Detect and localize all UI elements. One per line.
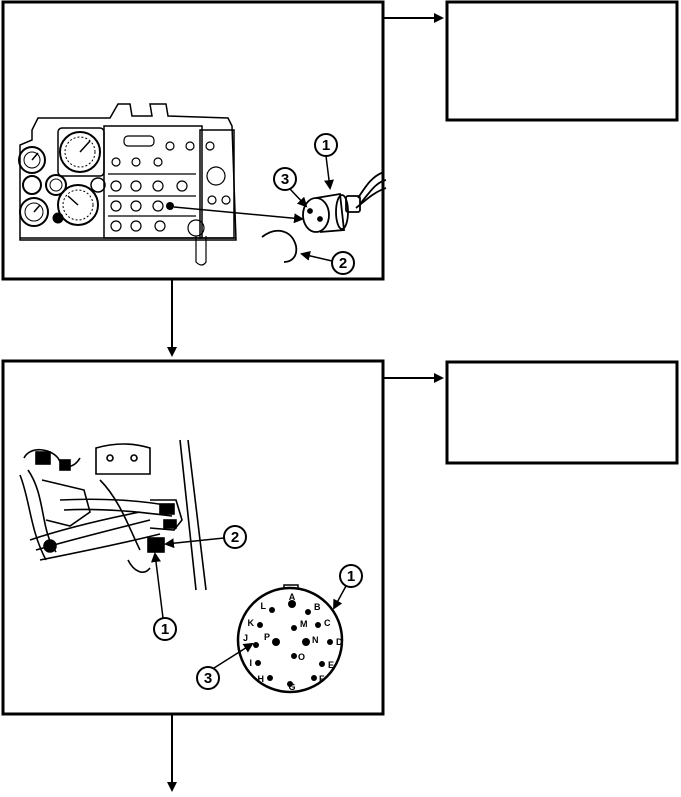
gauge-top-left bbox=[18, 146, 46, 174]
note-box-1 bbox=[445, 0, 679, 122]
svg-text:1: 1 bbox=[347, 568, 355, 585]
pin-l-dot bbox=[269, 607, 275, 613]
svg-text:1: 1 bbox=[322, 137, 330, 154]
pin-k-label: K bbox=[248, 618, 255, 628]
fig2-callout-1-harness: 1 bbox=[151, 552, 177, 641]
gauges bbox=[18, 131, 106, 227]
svg-text:1: 1 bbox=[161, 621, 169, 638]
connector-detail bbox=[261, 171, 387, 263]
pin-b-dot bbox=[305, 609, 311, 615]
gauge-bottom-left bbox=[19, 197, 49, 227]
pin-g-label: G bbox=[288, 682, 295, 692]
pin-k-dot bbox=[257, 622, 263, 628]
detail-arrow bbox=[173, 206, 304, 224]
pin-l-label: L bbox=[261, 601, 267, 611]
gauge-mid-center bbox=[45, 174, 67, 196]
svg-text:2: 2 bbox=[231, 529, 239, 546]
pin-o-dot bbox=[291, 653, 297, 659]
fig1-callout-3: 3 bbox=[273, 167, 308, 208]
pin-p-label: P bbox=[264, 632, 270, 642]
pin-j-label: J bbox=[243, 633, 248, 643]
gauge-speedometer bbox=[57, 184, 99, 226]
pin-c-dot bbox=[315, 622, 321, 628]
pin-o-label: O bbox=[298, 652, 305, 662]
pin-i-dot bbox=[255, 660, 261, 666]
panel-switches bbox=[108, 135, 231, 266]
wiring-harness bbox=[19, 439, 207, 591]
gauge-tachometer bbox=[59, 131, 101, 173]
pin-i-label: I bbox=[249, 658, 252, 668]
pin-d-label: D bbox=[336, 637, 343, 647]
gauge-mid-left bbox=[22, 175, 42, 195]
pin-f-label: F bbox=[319, 674, 325, 684]
indicator-dark bbox=[52, 212, 64, 224]
svg-text:3: 3 bbox=[204, 670, 212, 687]
pin-a-label: A bbox=[289, 592, 296, 602]
svg-text:3: 3 bbox=[281, 171, 289, 188]
pin-m-label: M bbox=[300, 619, 308, 629]
pin-j-dot bbox=[253, 642, 259, 648]
fig2-callout-3: 3 bbox=[196, 642, 254, 690]
figure-1-panel: 1 2 3 bbox=[1, 0, 387, 281]
gauge-small-right bbox=[90, 177, 106, 193]
pin-h-label: H bbox=[258, 674, 265, 684]
fig1-callout-2: 2 bbox=[300, 250, 355, 275]
fig2-callout-1-connector: 1 bbox=[333, 564, 363, 610]
pin-n-label: N bbox=[312, 635, 319, 645]
pin-b-label: B bbox=[314, 602, 321, 612]
svg-text:2: 2 bbox=[339, 255, 347, 272]
pin-n-dot bbox=[302, 638, 310, 646]
pin-m-dot bbox=[291, 625, 297, 631]
pin-a-dot bbox=[288, 600, 296, 608]
figure-2-panel: 2 1 A BCD EF G HI JKL MNO P 1 3 bbox=[1, 359, 385, 716]
pin-e-label: E bbox=[328, 660, 334, 670]
instrument-panel bbox=[19, 103, 237, 241]
pin-f-dot bbox=[311, 675, 317, 681]
panel-connector-target bbox=[166, 202, 174, 210]
note-box-2 bbox=[445, 360, 679, 465]
pin-h-dot bbox=[267, 675, 273, 681]
fig1-callout-1: 1 bbox=[314, 133, 338, 190]
fig2-callout-2: 2 bbox=[164, 525, 247, 549]
pin-c-label: C bbox=[324, 618, 331, 628]
connector-pin-face: A BCD EF G HI JKL MNO P bbox=[236, 584, 344, 694]
pin-g-dot bbox=[287, 681, 293, 687]
pin-e-dot bbox=[319, 661, 325, 667]
pin-d-dot bbox=[327, 639, 333, 645]
pin-p-dot bbox=[272, 638, 280, 646]
